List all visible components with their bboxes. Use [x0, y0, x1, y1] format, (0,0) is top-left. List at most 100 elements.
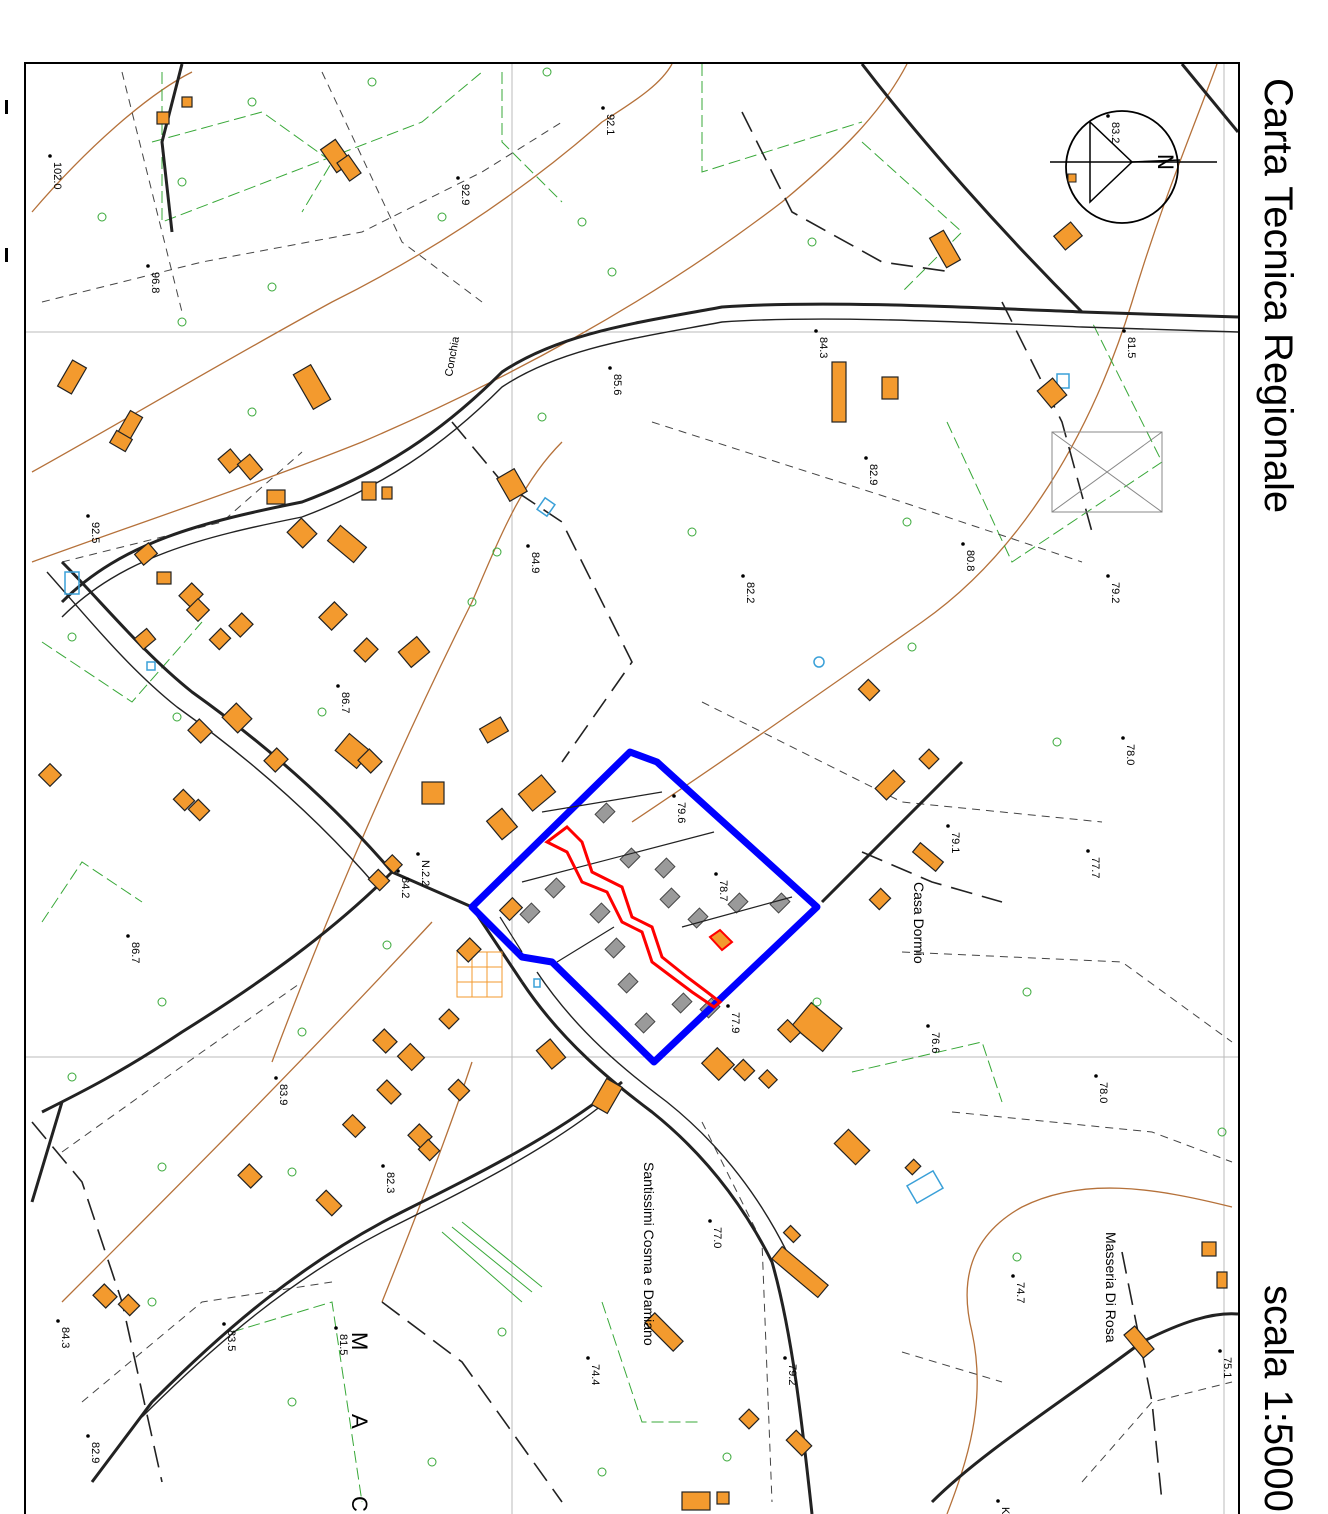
spot-height-label: 74.4 — [589, 1364, 601, 1385]
tracks — [31, 111, 1163, 1503]
road-edges — [46, 318, 1238, 1418]
tree-symbol-icon — [147, 1297, 157, 1307]
spot-height-dot — [381, 1164, 385, 1168]
spot-height-dot — [783, 1356, 787, 1360]
building — [367, 868, 391, 892]
spot-height-dot — [1086, 849, 1090, 853]
spot-height-dot — [456, 176, 460, 180]
spot-height-dot — [526, 544, 530, 548]
spot-height-dot — [334, 1326, 338, 1330]
spot-height-label: K.4 — [999, 1507, 1011, 1514]
tree-symbol-icon — [497, 1327, 507, 1337]
building — [133, 542, 159, 566]
tree-symbol-icon — [267, 282, 277, 292]
tree-symbol-icon — [367, 77, 377, 87]
tree-symbol-icon — [382, 940, 392, 950]
building — [1052, 221, 1084, 251]
north-label: N — [1153, 154, 1178, 170]
tree-symbol-icon — [542, 67, 552, 77]
building — [172, 788, 196, 812]
building — [236, 453, 264, 481]
spot-height-dot — [601, 106, 605, 110]
building — [156, 111, 170, 125]
tree-symbol-icon — [287, 1397, 297, 1407]
tree-symbol-icon — [467, 597, 477, 607]
tree-symbol-icon — [577, 217, 587, 227]
tree-symbol-icon — [67, 1072, 77, 1082]
building — [535, 1038, 567, 1070]
tree-symbol-icon — [427, 1457, 437, 1467]
map-canvas[interactable]: N 102.096.892.992.192.585.684.984.383.28… — [26, 64, 1238, 1514]
building — [517, 774, 557, 812]
building — [456, 937, 482, 963]
place-label-casa-dormio: Casa Dormio — [911, 882, 927, 964]
spot-height-label: 84.3 — [59, 1327, 71, 1348]
spot-height-label: 83.5 — [225, 1330, 237, 1351]
tree-symbol-icon — [902, 517, 912, 527]
site-building — [727, 892, 749, 914]
spot-height-dot — [86, 1434, 90, 1438]
spot-height-label: 75.1 — [1221, 1357, 1233, 1378]
spot-height-label: 82.3 — [384, 1172, 396, 1193]
lot-internal-lines — [499, 791, 793, 963]
building — [791, 1001, 843, 1053]
tree-symbol-icon — [807, 237, 817, 247]
spot-height-dot — [1094, 1074, 1098, 1078]
spot-height-dot — [126, 934, 130, 938]
place-label-masseria-di-rosa: Masseria Di Rosa — [1103, 1232, 1119, 1343]
spot-height-label: 81.5 — [1125, 337, 1137, 358]
building — [361, 481, 377, 501]
building — [881, 376, 899, 400]
building — [208, 627, 232, 651]
building — [918, 748, 940, 770]
map-title: Carta Tecnica Regionale — [1256, 78, 1300, 514]
grid-lines — [26, 64, 1238, 1514]
tree-symbol-icon — [812, 997, 822, 1007]
spot-height-label: 102.0 — [51, 162, 63, 190]
spot-height-label: 76.6 — [929, 1032, 941, 1053]
margin-tick — [5, 248, 8, 262]
spot-height-label: 81.5 — [337, 1334, 349, 1355]
tree-symbol-icon — [287, 1167, 297, 1177]
site-building — [519, 902, 541, 924]
spot-height-dot — [1106, 114, 1110, 118]
site-boundary[interactable] — [468, 748, 821, 1066]
spot-height-dot — [56, 1319, 60, 1323]
map-letter-a: A — [347, 1414, 372, 1429]
building — [221, 702, 253, 734]
spot-height-label: 86.7 — [339, 692, 351, 713]
spot-height-label: 83.9 — [277, 1084, 289, 1105]
site-building — [589, 902, 611, 924]
building — [776, 1018, 802, 1044]
place-labels: Casa Dormio Santissimi Cosma e Damiano M… — [347, 335, 1119, 1512]
building — [228, 612, 254, 638]
building — [237, 1163, 263, 1189]
spot-height-dot — [996, 1499, 1000, 1503]
building — [496, 467, 528, 503]
building — [117, 1293, 141, 1317]
spot-height-label: 78.7 — [717, 880, 729, 901]
building — [396, 1042, 426, 1072]
compass-north-icon: N — [1050, 110, 1217, 224]
building — [438, 1008, 460, 1030]
contour-lines — [31, 64, 1233, 1514]
spot-height-label: N.2.2 — [419, 860, 431, 886]
spot-height-label: 79.1 — [949, 832, 961, 853]
spot-height-label: 79.2 — [786, 1364, 798, 1385]
building — [326, 524, 368, 564]
spot-height-label: 77.7 — [1089, 857, 1101, 878]
spot-height-dot — [814, 329, 818, 333]
building — [904, 1158, 922, 1176]
building — [318, 601, 348, 631]
spot-height-dot — [86, 514, 90, 518]
spot-height-label: 84.3 — [817, 337, 829, 358]
tree-symbol-icon — [247, 407, 257, 417]
tree-symbol-icon — [172, 712, 182, 722]
site-building — [659, 887, 681, 909]
water-features — [64, 373, 1070, 1205]
building — [757, 1068, 779, 1090]
lot-boundary[interactable] — [544, 825, 723, 1009]
road-label-conchia: Conchia — [443, 335, 462, 378]
spot-height-label: 86.7 — [129, 942, 141, 963]
site-buildings — [519, 802, 791, 1034]
